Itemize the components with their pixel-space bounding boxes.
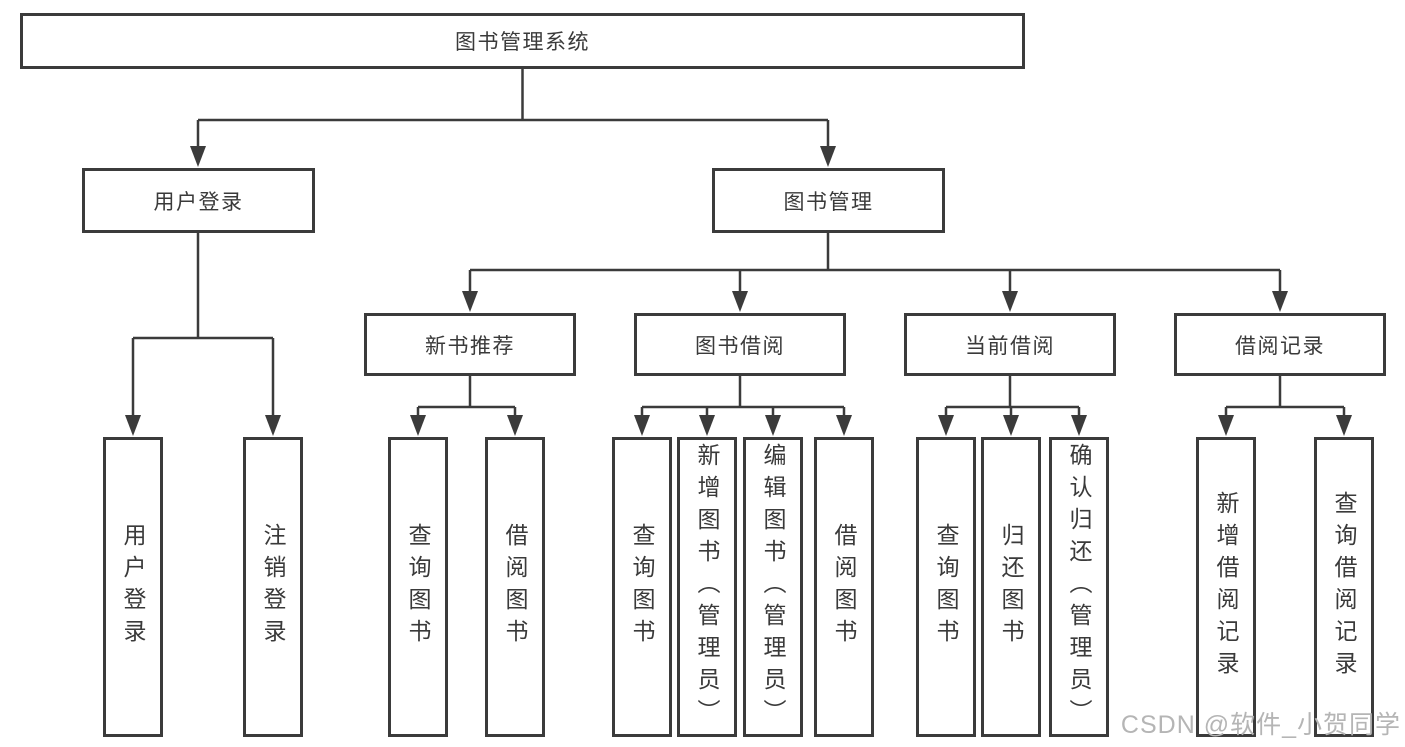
node-leaf-add-books-admin: 新增图书（管理员） [677,437,737,737]
node-user-login: 用户登录 [82,168,315,233]
node-label: 图书管理 [783,190,874,214]
arrowhead [1336,415,1352,436]
connector-current-borrow-to-leaves [944,376,1081,419]
node-leaf-add-borrow-record: 新增借阅记录 [1196,437,1256,737]
connector-book-management-to-level3 [468,233,1282,295]
node-leaf-borrow-books: 借阅图书 [814,437,874,737]
node-label: 借阅图书 [831,523,857,651]
node-label: 用户登录 [120,523,146,651]
node-leaf-return-books: 归还图书 [981,437,1041,737]
node-leaf-edit-books-admin: 编辑图书（管理员） [743,437,803,737]
arrowhead [1003,415,1019,436]
node-leaf-borrow-books-recommend: 借阅图书 [485,437,545,737]
arrowhead [1218,415,1234,436]
node-label: 图书管理系统 [455,31,590,54]
arrowhead [1071,415,1087,436]
arrowhead [410,415,426,436]
node-label: 查询图书 [629,523,655,651]
node-label: 新书推荐 [425,334,515,358]
node-label: 新增图书（管理员） [694,443,720,731]
connector-borrow-records-to-leaves [1224,376,1346,419]
arrowhead [190,146,206,167]
node-label: 确认归还（管理员） [1066,443,1092,731]
node-leaf-user-login: 用户登录 [103,437,163,737]
node-leaf-logout: 注销登录 [243,437,303,737]
connector-new-book-to-leaves [416,376,517,419]
arrowhead [634,415,650,436]
arrowhead [125,415,141,436]
arrowhead [265,415,281,436]
arrowhead [699,415,715,436]
arrowhead [938,415,954,436]
node-label: 归还图书 [998,523,1024,651]
node-book-borrow: 图书借阅 [634,313,846,376]
node-borrow-records: 借阅记录 [1174,313,1386,376]
node-label: 注销登录 [260,523,286,651]
node-label: 借阅图书 [502,523,528,651]
node-label: 借阅记录 [1235,334,1325,358]
node-leaf-confirm-return-admin: 确认归还（管理员） [1049,437,1109,737]
node-leaf-query-books-borrow: 查询图书 [612,437,672,737]
connector-book-borrow-to-leaves [640,376,846,419]
arrowhead [836,415,852,436]
node-leaf-query-books-recommend: 查询图书 [388,437,448,737]
arrowhead [765,415,781,436]
node-label: 查询图书 [933,523,959,651]
node-label: 查询图书 [405,523,431,651]
node-new-book-recommend: 新书推荐 [364,313,576,376]
node-root: 图书管理系统 [20,13,1025,69]
node-label: 当前借阅 [965,334,1055,358]
node-leaf-query-books-current: 查询图书 [916,437,976,737]
node-current-borrow: 当前借阅 [904,313,1116,376]
node-book-management: 图书管理 [712,168,945,233]
arrowhead [462,291,478,312]
node-label: 用户登录 [153,190,244,214]
arrowhead [507,415,523,436]
connector-user-login-to-leaves [131,233,275,419]
arrowhead [732,291,748,312]
connector-root-to-level2 [196,69,830,150]
node-leaf-query-borrow-record: 查询借阅记录 [1314,437,1374,737]
node-label: 图书借阅 [695,334,785,358]
arrowhead [1272,291,1288,312]
csdn-watermark: CSDN @软件_小贺同学 [1120,711,1401,739]
node-label: 编辑图书（管理员） [760,443,786,731]
arrowhead [820,146,836,167]
arrowhead [1002,291,1018,312]
node-label: 查询借阅记录 [1331,491,1357,683]
node-label: 新增借阅记录 [1213,491,1239,683]
